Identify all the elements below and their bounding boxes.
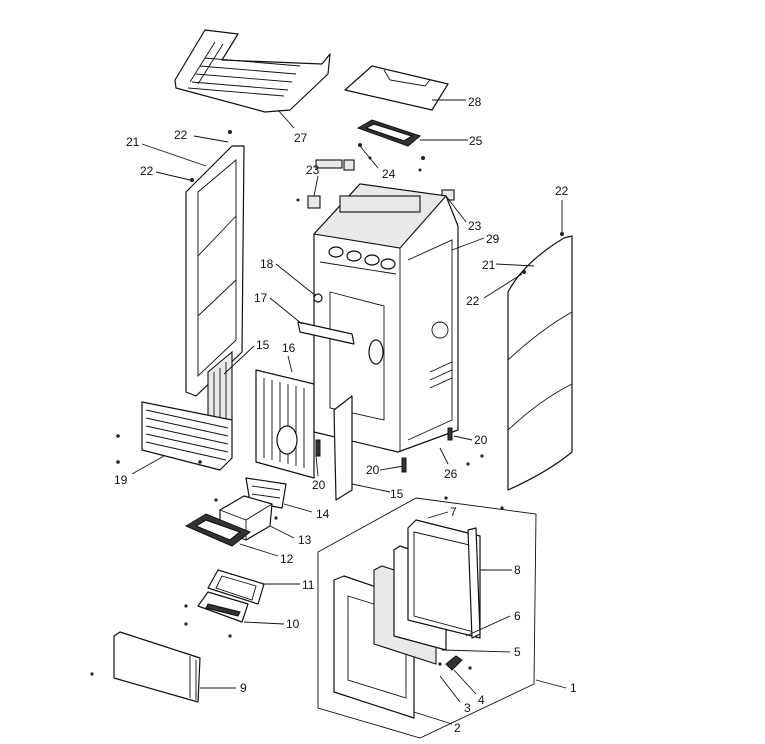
callout-22-top-right: 22 <box>555 184 569 198</box>
callout-16: 16 <box>282 341 296 355</box>
callout-22-right: 22 <box>466 294 480 308</box>
part-9-ash-pan <box>90 631 201 703</box>
part-19-louver-panel <box>116 401 233 471</box>
callout-3: 3 <box>464 701 471 715</box>
leader-lines <box>131 99 567 725</box>
part-27-top-grille <box>174 29 331 113</box>
callout-13: 13 <box>298 533 312 547</box>
callout-15-left: 15 <box>256 338 270 352</box>
callout-8: 8 <box>514 563 521 577</box>
callout-6: 6 <box>514 609 521 623</box>
callout-21-left: 21 <box>126 135 140 149</box>
part-15-front-panel <box>333 395 353 501</box>
callout-23-upper: 23 <box>306 163 320 177</box>
callout-7: 7 <box>450 505 457 519</box>
part-21-left-side-panel <box>185 145 245 397</box>
part-25-gasket <box>356 119 422 147</box>
callout-19: 19 <box>114 473 128 487</box>
callout-1: 1 <box>570 681 577 695</box>
callout-29: 29 <box>486 232 500 246</box>
callout-17: 17 <box>254 291 268 305</box>
part-12-gasket <box>184 513 251 547</box>
callout-5: 5 <box>514 645 521 659</box>
callout-4: 4 <box>478 693 485 707</box>
callout-22-left: 22 <box>140 164 154 178</box>
part-20-feet <box>315 427 453 473</box>
callout-28: 28 <box>468 95 482 109</box>
callout-20-center: 20 <box>366 463 380 477</box>
callout-26: 26 <box>444 467 458 481</box>
callout-9: 9 <box>240 681 247 695</box>
part-21-right-side-panel <box>507 232 573 491</box>
callout-21-right: 21 <box>482 258 496 272</box>
part-26-screws <box>466 454 484 466</box>
callout-24: 24 <box>382 167 396 181</box>
callout-11: 11 <box>302 578 315 592</box>
callout-27: 27 <box>294 131 308 145</box>
part-28-top-plate <box>344 65 449 111</box>
callout-10: 10 <box>286 617 300 631</box>
callout-23-right: 23 <box>468 219 482 233</box>
callout-18: 18 <box>260 257 274 271</box>
callout-22-top-left: 22 <box>174 128 188 142</box>
callout-25: 25 <box>469 134 483 148</box>
part-16-grate <box>255 369 315 479</box>
callout-12: 12 <box>280 552 294 566</box>
callout-14: 14 <box>316 507 330 521</box>
part-1-door-assembly <box>317 496 537 739</box>
callout-20-right: 20 <box>474 433 488 447</box>
callout-labels: 27 28 25 24 23 23 29 22 21 22 22 21 22 1… <box>114 95 577 735</box>
callout-2: 2 <box>454 721 461 735</box>
part-10-plate <box>184 591 249 638</box>
callout-15-front: 15 <box>390 487 404 501</box>
part-18-17-tube <box>297 293 355 345</box>
callout-20-left: 20 <box>312 478 326 492</box>
